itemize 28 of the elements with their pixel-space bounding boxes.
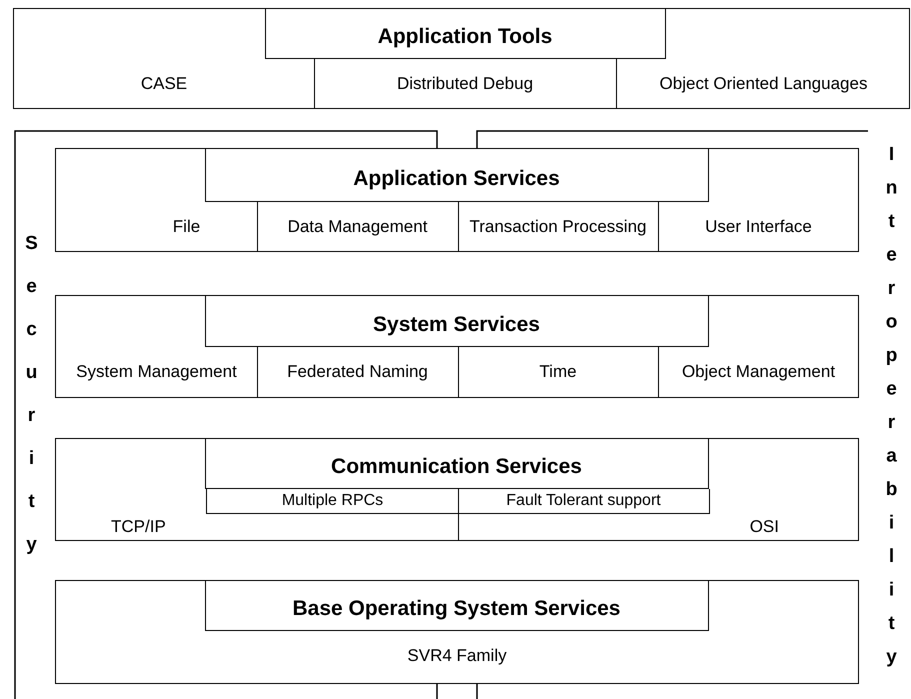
layer-title: Communication Services — [204, 438, 708, 488]
layer-band — [13, 8, 910, 109]
layer-band — [55, 580, 859, 684]
component-label: Object Oriented Languages — [660, 75, 868, 93]
component-cell: System Management — [56, 347, 258, 397]
component-label: OSI — [750, 518, 779, 536]
component-cell: Time — [458, 347, 659, 397]
layer-band — [55, 148, 859, 252]
component-label: User Interface — [705, 218, 812, 236]
layer-title: Application Tools — [264, 8, 666, 58]
component-cell: Federated Naming — [257, 347, 459, 397]
layer-title: Application Services — [204, 148, 708, 202]
component-cell: Fault Tolerant support — [458, 489, 710, 514]
component-label: SVR4 Family — [407, 646, 507, 666]
vertical-label: Security — [22, 233, 41, 577]
component-cell: Multiple RPCs — [206, 489, 459, 514]
component-label: Object Management — [682, 363, 836, 381]
component-cell: File — [56, 202, 258, 252]
component-cell: Transaction Processing — [458, 202, 659, 252]
vertical-label: Interoperability — [882, 144, 901, 680]
component-cell: Distributed Debug — [314, 59, 617, 109]
layer-band — [55, 438, 859, 541]
component-cell: CASE — [14, 59, 315, 109]
layer-title: Base Operating System Services — [204, 580, 708, 630]
layer-band — [55, 295, 859, 398]
layer-title: System Services — [204, 294, 708, 346]
component-cell: TCP/IP — [56, 513, 459, 541]
component-cell: Data Management — [257, 202, 459, 252]
